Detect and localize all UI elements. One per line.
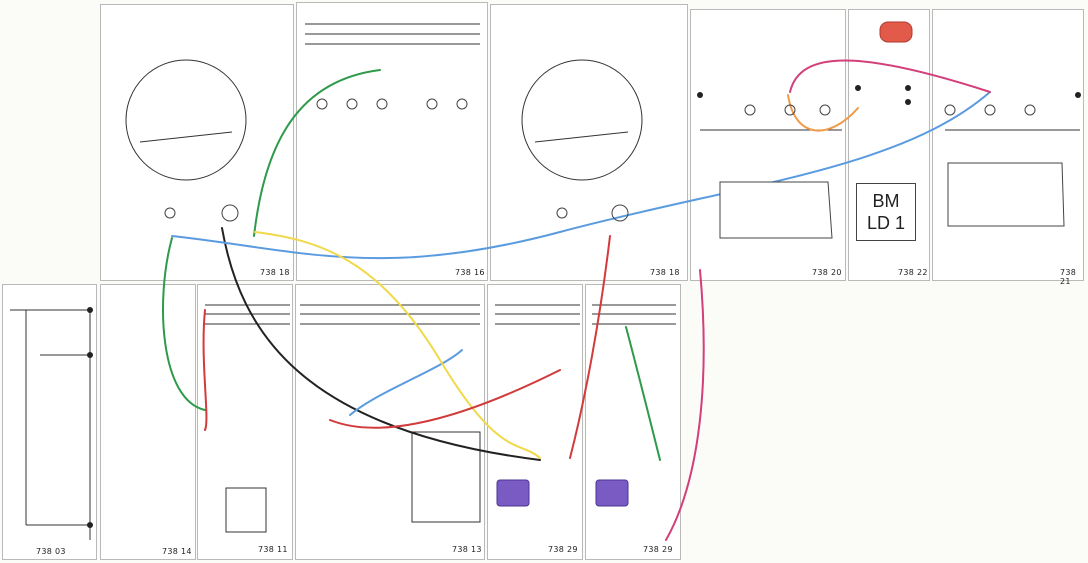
relay-module-b	[595, 479, 629, 507]
wire-yellow	[254, 231, 541, 459]
wire-black	[221, 227, 541, 461]
module-panel-738-14	[100, 284, 196, 560]
module-code: 738 18	[260, 268, 290, 277]
wire-green-2	[162, 237, 206, 411]
display-label-box: BM LD 1	[856, 183, 916, 241]
gauge-dial-left	[125, 59, 247, 181]
module-code: 738 14	[162, 547, 192, 556]
module-panel-738-29-a	[487, 284, 583, 560]
wire-orange	[787, 94, 859, 132]
module-code: 738 16	[455, 268, 485, 277]
gauge-dial-right	[521, 59, 643, 181]
wire-red-1	[202, 309, 208, 431]
module-code: 738 29	[548, 545, 578, 554]
wire-magenta-2	[789, 59, 991, 93]
module-code: 738 18	[650, 268, 680, 277]
wire-green-1	[253, 69, 381, 237]
module-panel-738-29-b	[585, 284, 681, 560]
module-panel-738-16	[296, 2, 488, 281]
wire-blue-2	[349, 349, 463, 416]
module-code: 738 29	[643, 545, 673, 554]
module-code: 738 11	[258, 545, 288, 554]
module-panel-738-03	[2, 284, 97, 560]
module-code: 738 13	[452, 545, 482, 554]
indicator-lamp-red	[879, 21, 913, 43]
module-code: 738 21	[1060, 268, 1077, 286]
wire-green-3	[625, 326, 661, 461]
module-panel-738-21	[932, 9, 1084, 281]
display-label-line2: LD 1	[866, 213, 906, 233]
module-panel-738-18-right	[490, 4, 688, 281]
wire-magenta	[665, 269, 705, 541]
module-panel-738-18-left	[100, 4, 294, 281]
module-code: 738 03	[36, 547, 66, 556]
module-panel-738-13	[295, 284, 485, 560]
wire-red-2	[569, 235, 611, 459]
module-panel-738-11	[197, 284, 293, 560]
module-code: 738 20	[812, 268, 842, 277]
module-code: 738 22	[898, 268, 928, 277]
display-label-line1: BM	[872, 191, 900, 211]
relay-module-a	[496, 479, 530, 507]
wire-blue	[171, 91, 991, 260]
wire-red-3	[329, 369, 561, 429]
